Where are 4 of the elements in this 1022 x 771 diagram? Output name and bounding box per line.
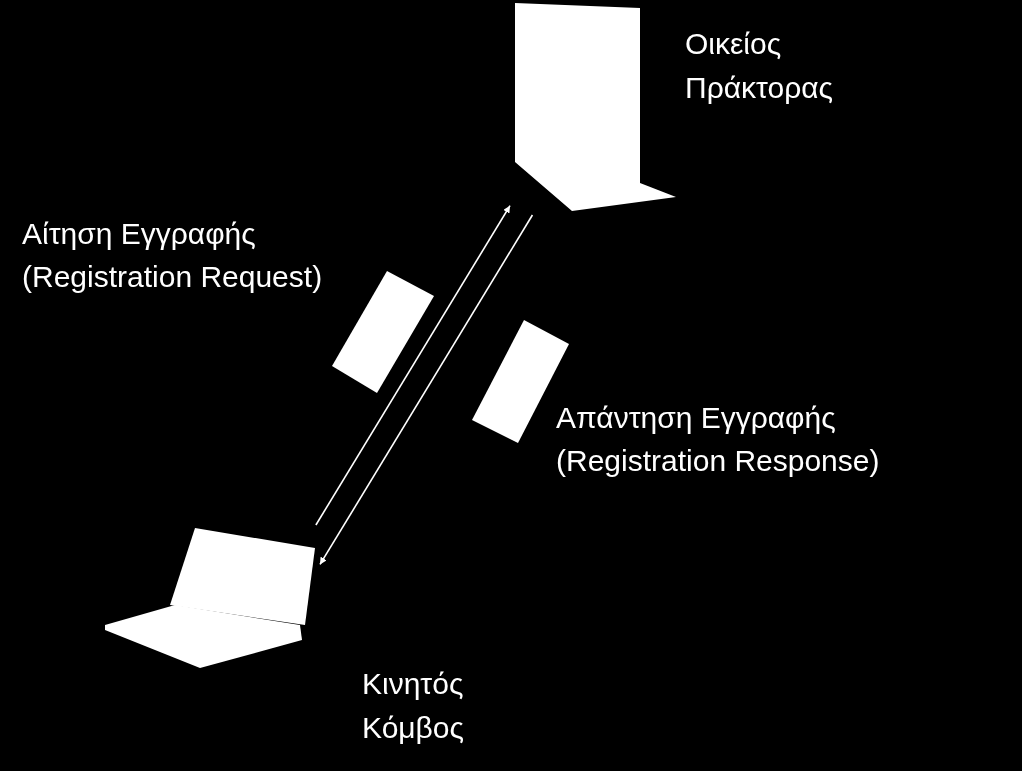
arrow: [319, 214, 534, 566]
node-caption: Κινητός Κόμβος: [362, 666, 465, 746]
node-caption: Οικείος Πράκτορας: [685, 26, 835, 106]
arrow: [315, 204, 511, 526]
